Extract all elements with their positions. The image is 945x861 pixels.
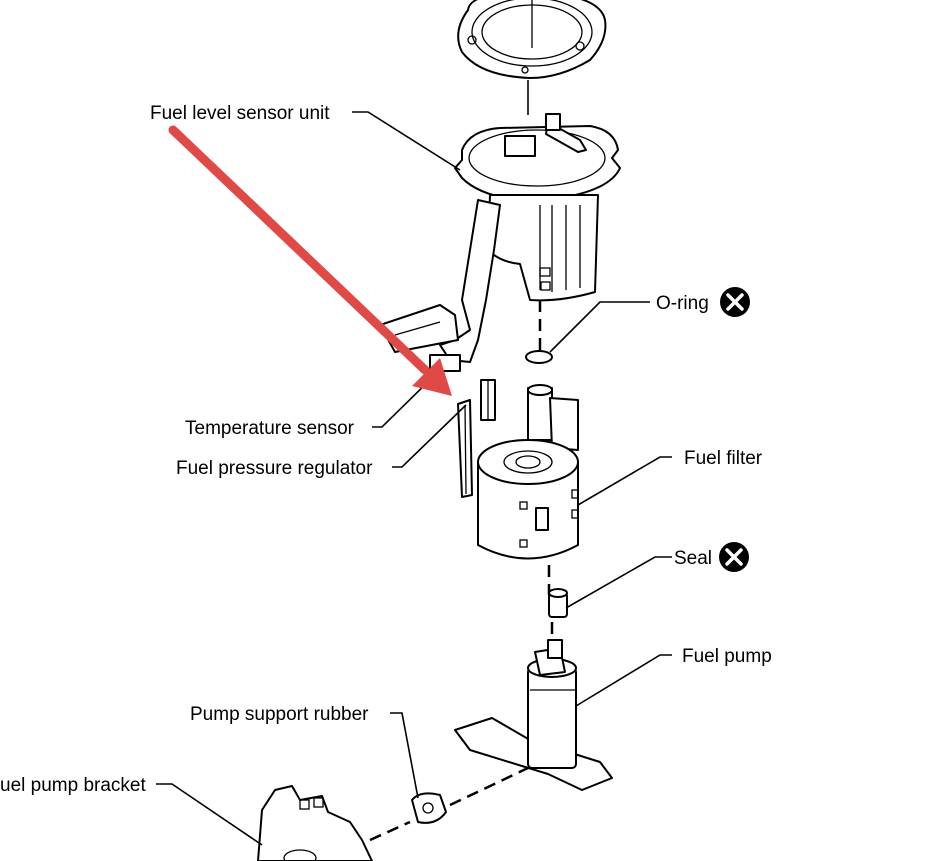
assembly-dash-5: [369, 820, 411, 842]
fuel-filter-part: [477, 384, 579, 560]
annotation-arrow: [168, 125, 452, 396]
fuel-pump-part: [454, 639, 613, 791]
temperature-sensor-part: [480, 379, 496, 421]
fuel-level-sensor-unit: [379, 113, 621, 372]
fuel-pump-bracket-part: [257, 785, 373, 861]
label-pump-support-rubber: Pump support rubber: [190, 704, 369, 725]
label-fuel-level-sensor-unit: Fuel level sensor unit: [150, 103, 330, 124]
pump-support-rubber-part: [411, 792, 447, 824]
label-temperature-sensor: Temperature sensor: [185, 418, 355, 439]
label-fuel-pump: Fuel pump: [682, 646, 772, 667]
label-o-ring: O-ring: [656, 293, 709, 314]
o-ring-part: [525, 350, 553, 364]
x-circle-icon: [719, 542, 749, 572]
fuel-pressure-regulator-part: [457, 399, 473, 498]
label-fuel-pressure-regulator: Fuel pressure regulator: [176, 458, 373, 479]
seal-part: [548, 588, 568, 618]
x-circle-icon: [720, 287, 750, 317]
label-fuel-pump-bracket: uel pump bracket: [0, 775, 146, 796]
retainer-ring: [457, 0, 607, 79]
leader-lines: [156, 111, 672, 846]
assembly-dash-4: [449, 766, 529, 807]
label-fuel-filter: Fuel filter: [684, 448, 763, 469]
label-seal: Seal: [674, 548, 712, 569]
